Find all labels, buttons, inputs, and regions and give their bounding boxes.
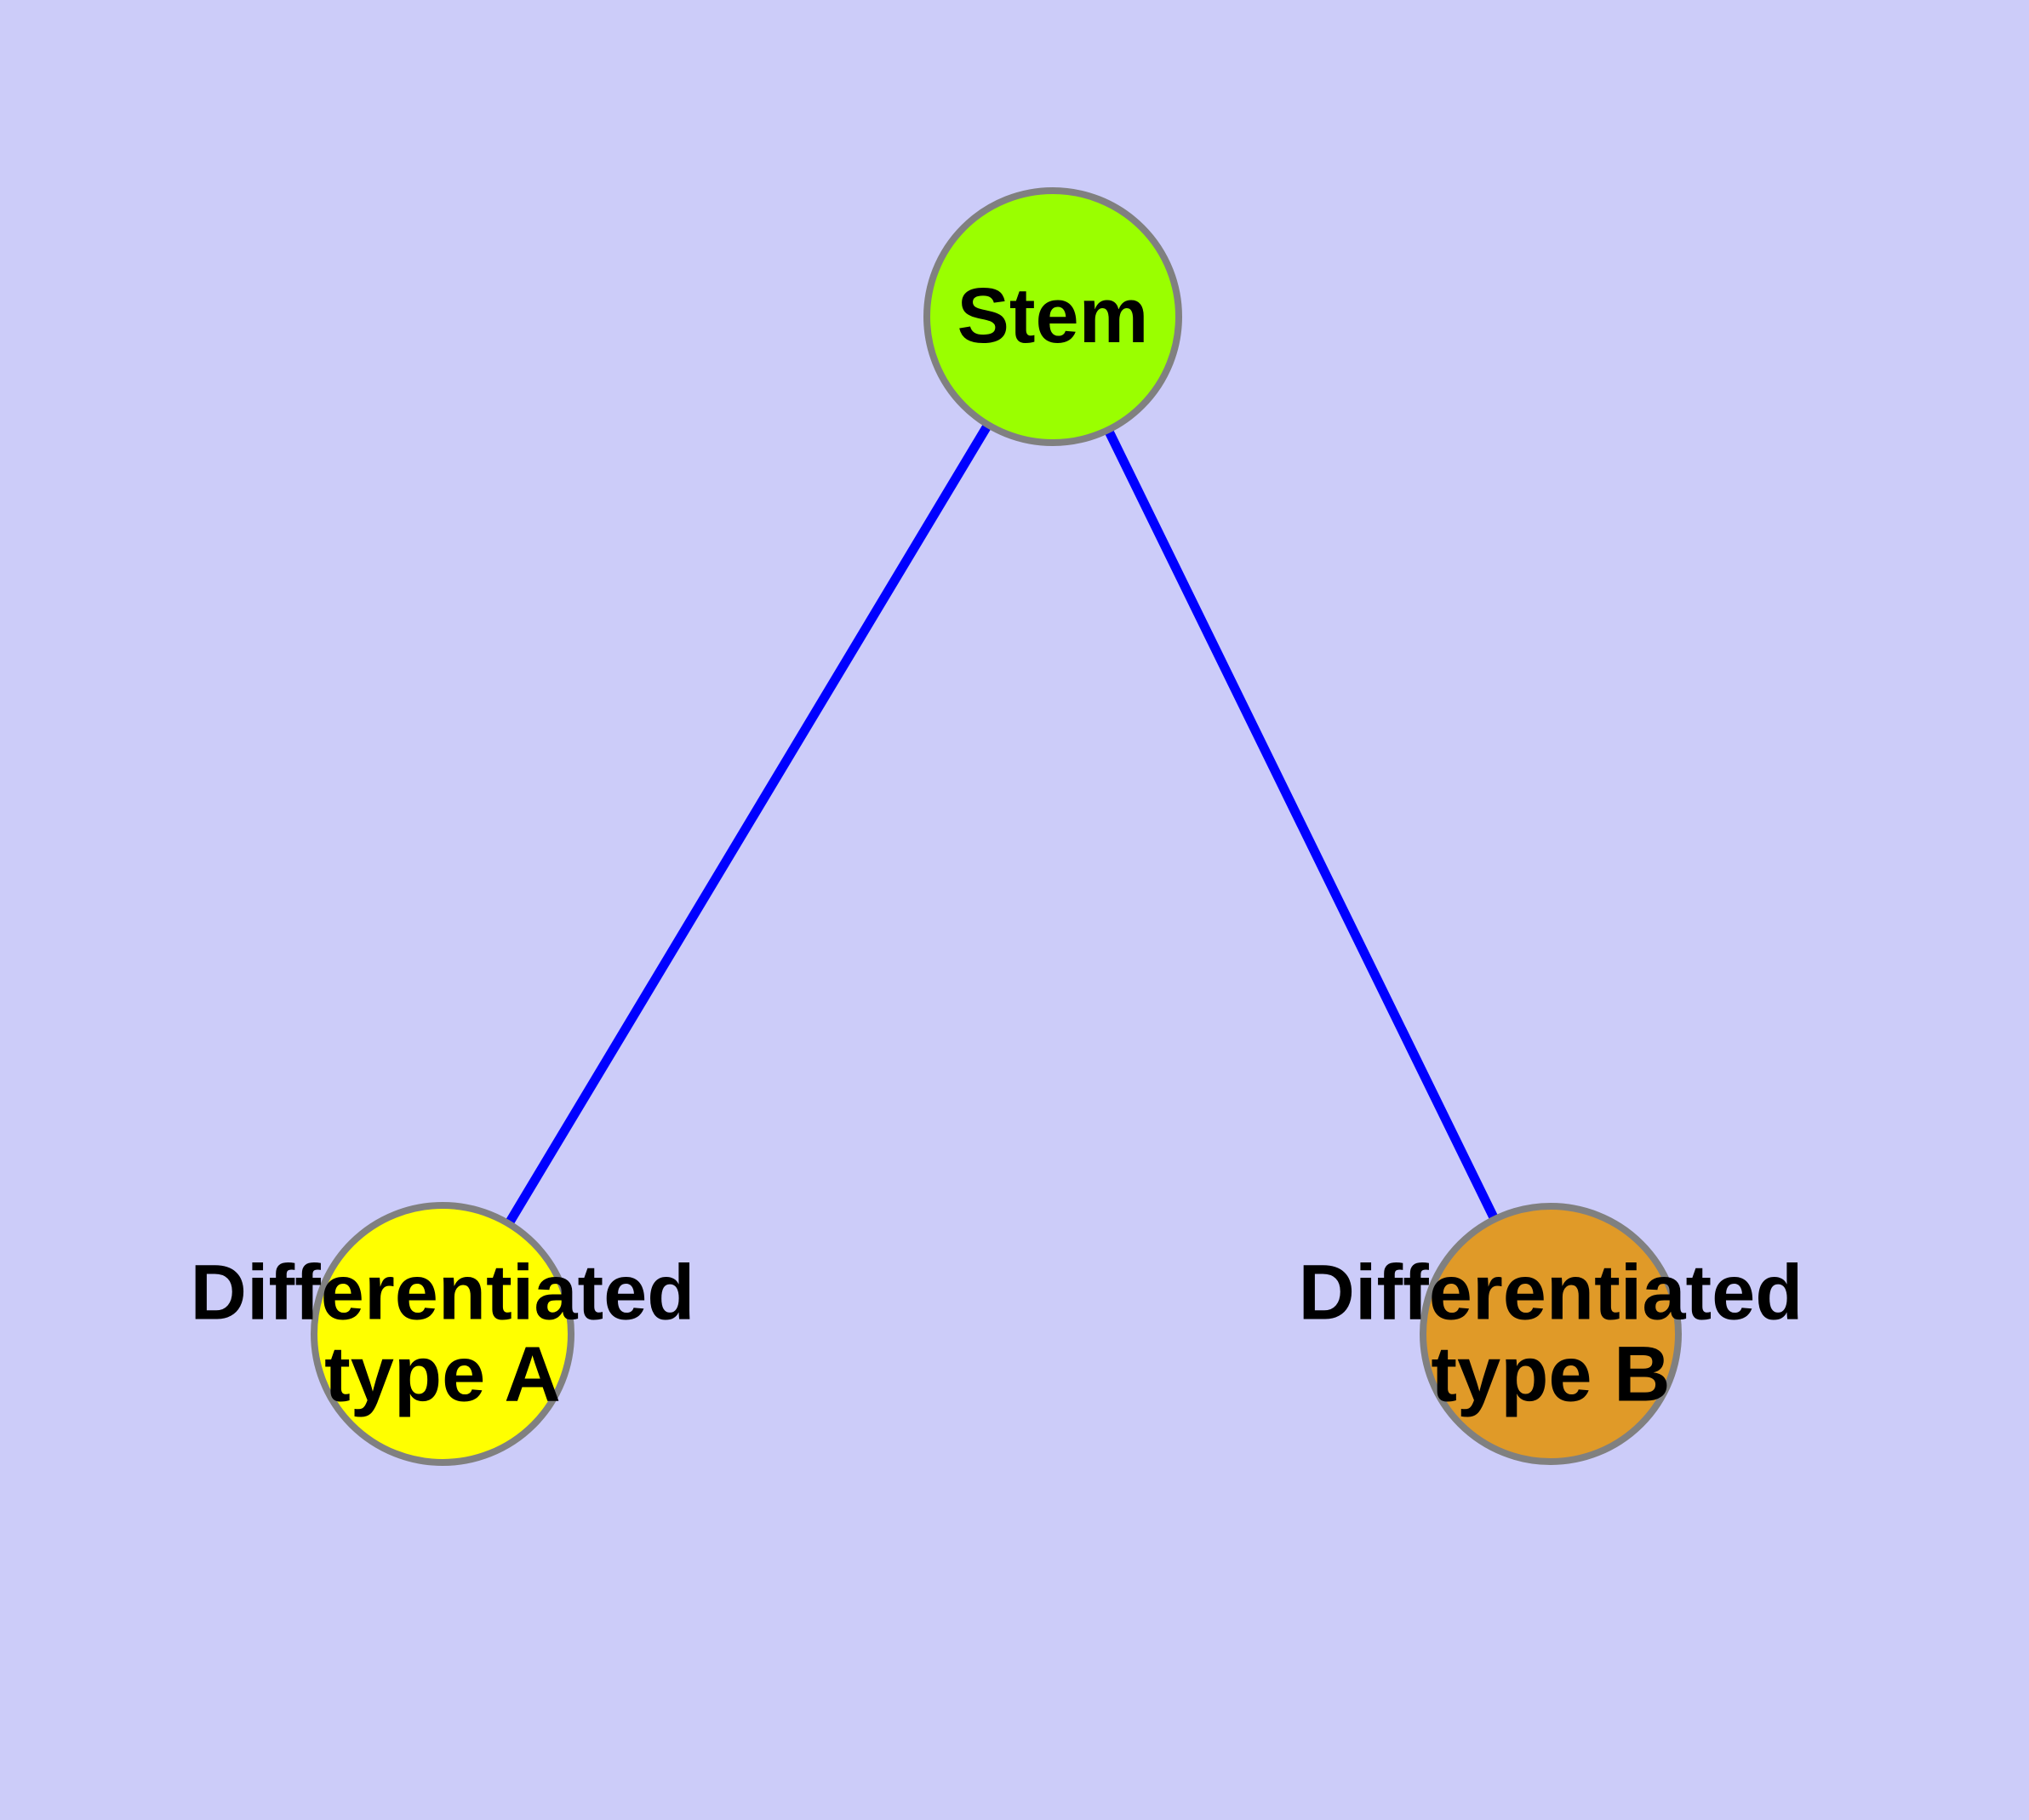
node-differentiated-type-b[interactable] bbox=[1420, 1203, 1682, 1465]
edge-stem-to-differentiated-a[interactable] bbox=[504, 422, 992, 1227]
node-differentiated-type-a[interactable] bbox=[311, 1202, 574, 1466]
edge-stem-to-differentiated-b[interactable] bbox=[1104, 427, 1499, 1222]
node-stem[interactable] bbox=[923, 187, 1182, 446]
